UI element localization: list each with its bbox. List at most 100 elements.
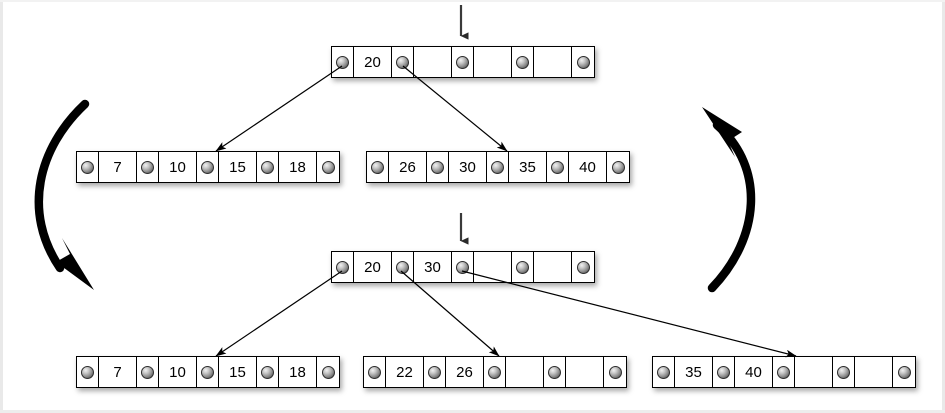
pointer-cell[interactable] [317,152,339,182]
key-cell[interactable]: 40 [735,357,773,387]
pointer-cell[interactable] [317,357,339,387]
key-cell-empty[interactable] [795,357,833,387]
key-label: 35 [685,363,702,381]
key-cell[interactable]: 18 [279,357,317,387]
pointer-dot-icon [141,365,154,379]
key-cell[interactable]: 30 [449,152,487,182]
key-cell-empty[interactable] [855,357,893,387]
key-cell[interactable]: 26 [389,152,427,182]
pointer-cell[interactable] [547,152,569,182]
pointer-cell[interactable] [653,357,675,387]
key-cell[interactable]: 18 [279,152,317,182]
pointer-cell[interactable] [197,357,219,387]
key-cell-empty[interactable] [534,47,572,77]
pointer-cell[interactable] [137,357,159,387]
key-cell[interactable]: 26 [446,357,484,387]
pointer-cell[interactable] [713,357,735,387]
key-cell-empty[interactable] [566,357,604,387]
key-cell[interactable]: 22 [386,357,424,387]
pointer-dot-icon [141,160,154,174]
key-label: 40 [745,363,762,381]
pointer-cell[interactable] [607,152,629,182]
pointer-cell[interactable] [604,357,626,387]
pointer-cell[interactable] [332,47,354,77]
pointer-cell[interactable] [197,152,219,182]
pointer-dot-icon [368,365,381,379]
key-cell-empty[interactable] [414,47,452,77]
pointer-cell[interactable] [364,357,386,387]
key-cell-empty[interactable] [506,357,544,387]
pointer-cell[interactable] [367,152,389,182]
key-cell[interactable]: 20 [354,252,392,282]
pointer-dot-icon [608,365,622,379]
key-label: 10 [169,363,186,381]
root-node-before[interactable]: 20 [331,46,595,78]
pointer-cell[interactable] [572,47,594,77]
pointer-cell[interactable] [452,252,474,282]
key-cell[interactable]: 7 [99,152,137,182]
key-cell-empty[interactable] [474,47,512,77]
key-cell[interactable]: 35 [509,152,547,182]
key-cell-empty[interactable] [534,252,572,282]
key-label: 30 [459,158,476,176]
pointer-cell[interactable] [484,357,506,387]
pointer-dot-icon [837,365,850,379]
leaf-node-before-right[interactable]: 26 30 35 40 [366,151,630,183]
pointer-dot-icon [491,160,504,174]
key-label: 15 [229,363,246,381]
pointer-dot-icon [516,260,529,274]
key-label: 10 [169,158,186,176]
pointer-cell[interactable] [833,357,855,387]
pointer-cell[interactable] [893,357,915,387]
pointer-cell[interactable] [544,357,566,387]
key-label: 15 [229,158,246,176]
leaf-node-after-middle[interactable]: 22 26 [363,356,627,388]
pointer-cell[interactable] [424,357,446,387]
pointer-cell[interactable] [77,152,99,182]
key-label: 18 [289,158,306,176]
pointer-dot-icon [81,160,94,174]
pointer-cell[interactable] [392,252,414,282]
pointer-cell[interactable] [452,47,474,77]
pointer-cell[interactable] [332,252,354,282]
key-cell[interactable]: 15 [219,152,257,182]
pointer-dot-icon [428,365,441,379]
key-cell-empty[interactable] [474,252,512,282]
pointer-dot-icon [81,365,94,379]
key-label: 7 [113,363,122,381]
pointer-cell[interactable] [512,252,534,282]
key-label: 35 [519,158,536,176]
key-cell[interactable]: 10 [159,357,197,387]
pointer-dot-icon [777,365,790,379]
key-cell[interactable]: 7 [99,357,137,387]
pointer-cell[interactable] [77,357,99,387]
link-before-root-to-right [402,65,508,152]
key-label: 30 [424,258,441,276]
key-cell[interactable]: 20 [354,47,392,77]
pointer-cell[interactable] [512,47,534,77]
key-cell[interactable]: 15 [219,357,257,387]
leaf-node-before-left[interactable]: 7 10 15 18 [76,151,340,183]
pointer-cell[interactable] [572,252,594,282]
key-cell[interactable]: 35 [675,357,713,387]
flow-arrow-right-up [702,107,756,293]
key-cell[interactable]: 40 [569,152,607,182]
key-cell[interactable]: 10 [159,152,197,182]
leaf-node-after-left[interactable]: 7 10 15 18 [76,356,340,388]
pointer-cell[interactable] [427,152,449,182]
pointer-cell[interactable] [257,152,279,182]
pointer-cell[interactable] [257,357,279,387]
link-after-root-to-right [461,270,797,358]
pointer-dot-icon [336,260,349,274]
leaf-node-after-right[interactable]: 35 40 [652,356,916,388]
pointer-cell[interactable] [487,152,509,182]
key-cell[interactable]: 30 [414,252,452,282]
pointer-cell[interactable] [392,47,414,77]
key-label: 22 [396,363,413,381]
pointer-cell[interactable] [137,152,159,182]
pointer-dot-icon [456,55,469,69]
pointer-cell[interactable] [773,357,795,387]
pointer-dot-icon [321,160,335,174]
